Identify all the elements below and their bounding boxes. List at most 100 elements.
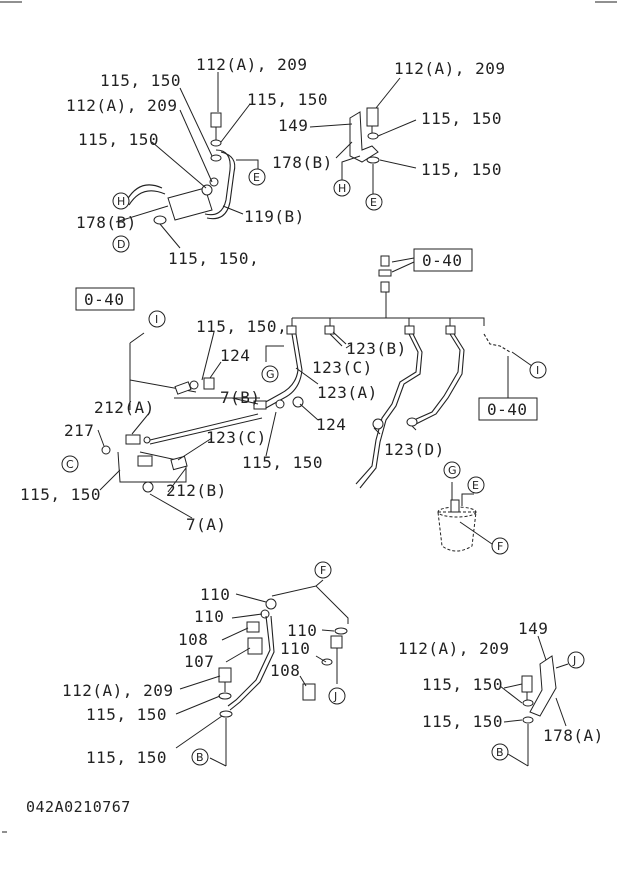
label-112a-209: 112(A), 209 [62, 681, 173, 700]
svg-text:H: H [338, 182, 346, 195]
label-110: 110 [287, 621, 317, 640]
label-123c: 123(C) [206, 428, 267, 447]
label-110: 110 [194, 607, 224, 626]
label-0-40: 0-40 [422, 251, 463, 270]
callout-f: F [314, 561, 332, 579]
callout-i: I [148, 310, 166, 328]
label-107: 107 [184, 652, 214, 671]
callout-e: E [467, 476, 485, 494]
label-212b: 212(B) [166, 481, 227, 500]
bolt-108 [246, 621, 260, 633]
svg-text:E: E [472, 479, 479, 492]
washer-217 [101, 445, 111, 455]
svg-text:J: J [333, 690, 337, 703]
label-115-150: 115, 150 [422, 712, 503, 731]
bolt-1 [210, 112, 222, 128]
label-0-40: 0-40 [487, 400, 528, 419]
label-115-150: 115, 150 [421, 160, 502, 179]
washer-2 [210, 154, 222, 162]
label-124: 124 [220, 346, 250, 365]
label-7a: 7(A) [186, 515, 227, 534]
label-110: 110 [280, 639, 310, 658]
label-112a-209: 112(A), 209 [66, 96, 177, 115]
svg-text:G: G [266, 368, 275, 381]
callout-b: B [491, 743, 509, 761]
label-115-150: 115, 150 [421, 109, 502, 128]
box-0-40: 0-40 [75, 287, 135, 311]
label-123c: 123(C) [312, 358, 373, 377]
middle-fuel-lines [97, 255, 533, 519]
box-0-40: 0-40 [478, 397, 538, 421]
callout-g: G [261, 365, 279, 383]
callout-i: I [529, 361, 547, 379]
label-7b: 7(B) [220, 388, 261, 407]
svg-text:E: E [370, 196, 377, 209]
bottom-right-assembly [499, 635, 569, 767]
label-115-150: 115, 150 [78, 130, 159, 149]
bottom-left-assembly [175, 579, 349, 767]
bracket-149 [529, 655, 557, 717]
label-123b: 123(B) [346, 339, 407, 358]
top-left-assembly [115, 72, 259, 249]
label-115-150: 115, 150 [86, 748, 167, 767]
washer-1 [210, 139, 222, 147]
label-178a: 178(A) [543, 726, 604, 745]
fitting-212a [125, 434, 141, 445]
label-123d: 123(D) [384, 440, 445, 459]
label-108: 108 [178, 630, 208, 649]
bracket-149 [349, 111, 379, 163]
svg-text:I: I [155, 313, 158, 326]
diagram-code: 042A0210767 [26, 798, 131, 816]
bolt-2 [366, 107, 379, 127]
bolt-112a [521, 675, 533, 693]
label-115-150: 115, 150 [100, 71, 181, 90]
label-0-40: 0-40 [84, 290, 125, 309]
callout-d: D [112, 235, 130, 253]
svg-text:B: B [196, 751, 204, 764]
label-178b: 178(B) [76, 213, 137, 232]
svg-text:G: G [448, 464, 457, 477]
label-217: 217 [64, 421, 94, 440]
callout-j: J [328, 687, 346, 705]
svg-text:I: I [536, 364, 539, 377]
label-115-150: 115, 150, [168, 249, 259, 268]
label-110: 110 [200, 585, 230, 604]
label-123a: 123(A) [317, 383, 378, 402]
label-115-150: 115, 150 [247, 90, 328, 109]
bolt-108 [247, 637, 263, 655]
label-112a-209: 112(A), 209 [398, 639, 509, 658]
callout-e: E [365, 193, 383, 211]
label-115-150: 115, 150 [20, 485, 101, 504]
callout-b: B [191, 748, 209, 766]
box-0-40: 0-40 [413, 248, 473, 272]
block-178b [167, 187, 213, 221]
svg-text:E: E [253, 171, 260, 184]
label-115-150: 115, 150 [242, 453, 323, 472]
callout-h: H [333, 179, 351, 197]
cap-124 [203, 377, 215, 390]
label-115-150: 115, 150 [86, 705, 167, 724]
top-right-assembly [309, 77, 417, 194]
label-112a-209: 112(A), 209 [394, 59, 505, 78]
callout-e: E [248, 168, 266, 186]
fuel-filter [437, 482, 493, 552]
svg-text:J: J [572, 654, 576, 667]
svg-text:F: F [320, 564, 326, 577]
label-178b: 178(B) [272, 153, 333, 172]
svg-text:H: H [117, 195, 125, 208]
label-115-150: 115, 150 [422, 675, 503, 694]
label-124: 124 [316, 415, 346, 434]
label-149: 149 [278, 116, 308, 135]
callout-f: F [491, 537, 509, 555]
svg-text:C: C [66, 458, 74, 471]
label-112a-209: 112(A), 209 [196, 55, 307, 74]
callout-h: H [112, 192, 130, 210]
label-149: 149 [518, 619, 548, 638]
callout-g: G [443, 461, 461, 479]
bolt-112a [218, 667, 232, 683]
label-115-150: 115, 150, [196, 317, 287, 336]
callout-j: J [567, 651, 585, 669]
svg-text:D: D [117, 238, 125, 251]
